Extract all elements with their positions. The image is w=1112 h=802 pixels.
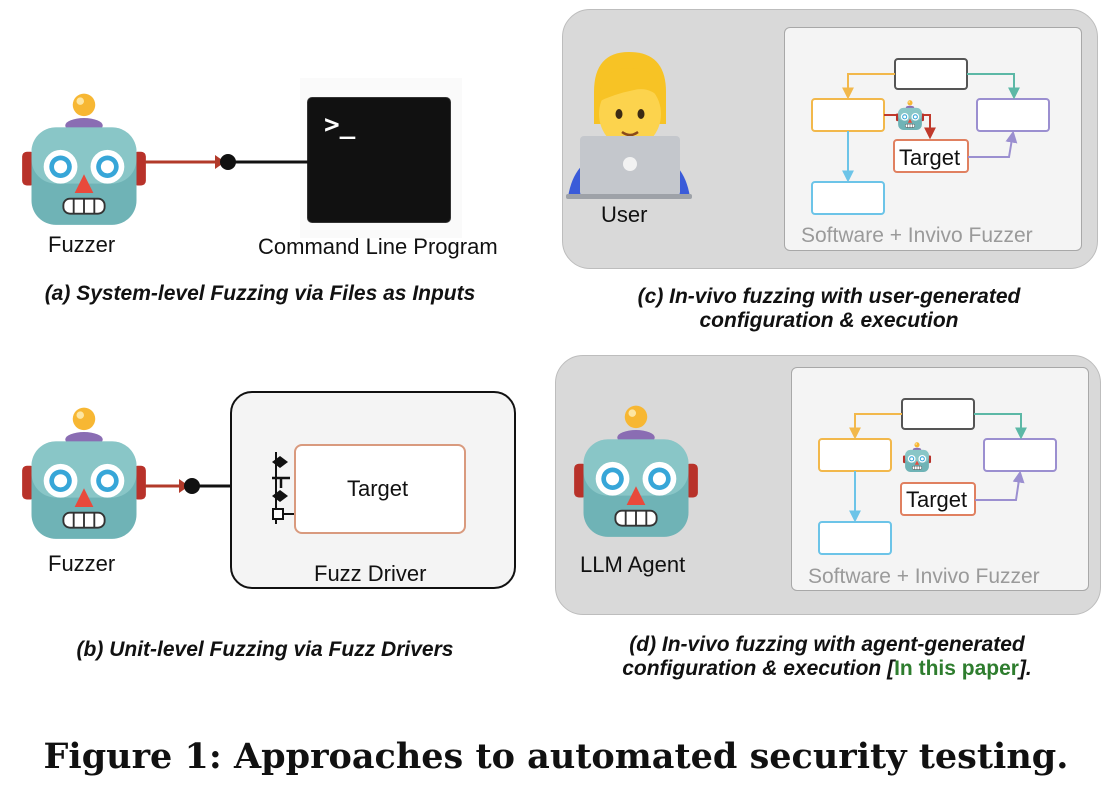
panel-b-target-box	[294, 444, 466, 534]
interface-glyphs-icon	[272, 452, 294, 524]
panel-b-fuzzer-label: Fuzzer	[48, 551, 116, 576]
panel-d-target-label: Target	[906, 487, 968, 512]
figure-caption: Figure 1: Approaches to automated securi…	[43, 736, 1069, 777]
panel-c-call-graph	[811, 58, 1050, 215]
in-this-paper-highlight: In this paper	[894, 657, 1019, 680]
terminal-prompt: >_	[324, 110, 356, 140]
panel-d-caption-line2: configuration & execution [In this paper…	[555, 656, 1099, 682]
panel-d-software-label: Software + Invivo Fuzzer	[808, 565, 1040, 588]
panel-b-connector	[145, 478, 235, 494]
panel-c-mini-robot-icon	[895, 100, 925, 131]
panel-c-software-label: Software + Invivo Fuzzer	[801, 224, 1033, 247]
fuzz-driver-label: Fuzz Driver	[314, 561, 427, 586]
user-label: User	[601, 202, 648, 227]
panel-c-caption-line2: configuration & execution	[699, 309, 959, 332]
command-line-program-label: Command Line Program	[258, 234, 498, 259]
panel-d-mini-robot-icon	[902, 442, 932, 473]
panel-a-robot-icon	[21, 92, 147, 226]
panel-c-target-label: Target	[899, 145, 961, 170]
panel-a-caption: (a) System-level Fuzzing via Files as In…	[44, 282, 476, 305]
panel-b-target-label: Target	[347, 476, 409, 501]
panel-b-caption: (b) Unit-level Fuzzing via Fuzz Drivers	[76, 638, 454, 661]
panel-a-fuzzer-label: Fuzzer	[48, 232, 116, 257]
llm-agent-robot-icon	[573, 404, 699, 538]
terminal-icon: >_	[300, 78, 462, 238]
llm-agent-label: LLM Agent	[580, 552, 686, 577]
panel-d-caption-line1: (d) In-vivo fuzzing with agent-generated	[629, 633, 1025, 656]
panel-a-wire-overlay	[300, 160, 362, 164]
panel-d-caption-suffix: ].	[1018, 657, 1032, 680]
user-with-laptop-icon	[566, 52, 692, 199]
panel-b-robot-icon	[21, 406, 147, 540]
panel-c-caption-line1: (c) In-vivo fuzzing with user-generated	[637, 285, 1021, 308]
panel-d-caption-prefix: configuration & execution [	[622, 657, 895, 680]
panel-d-call-graph	[818, 398, 1057, 555]
